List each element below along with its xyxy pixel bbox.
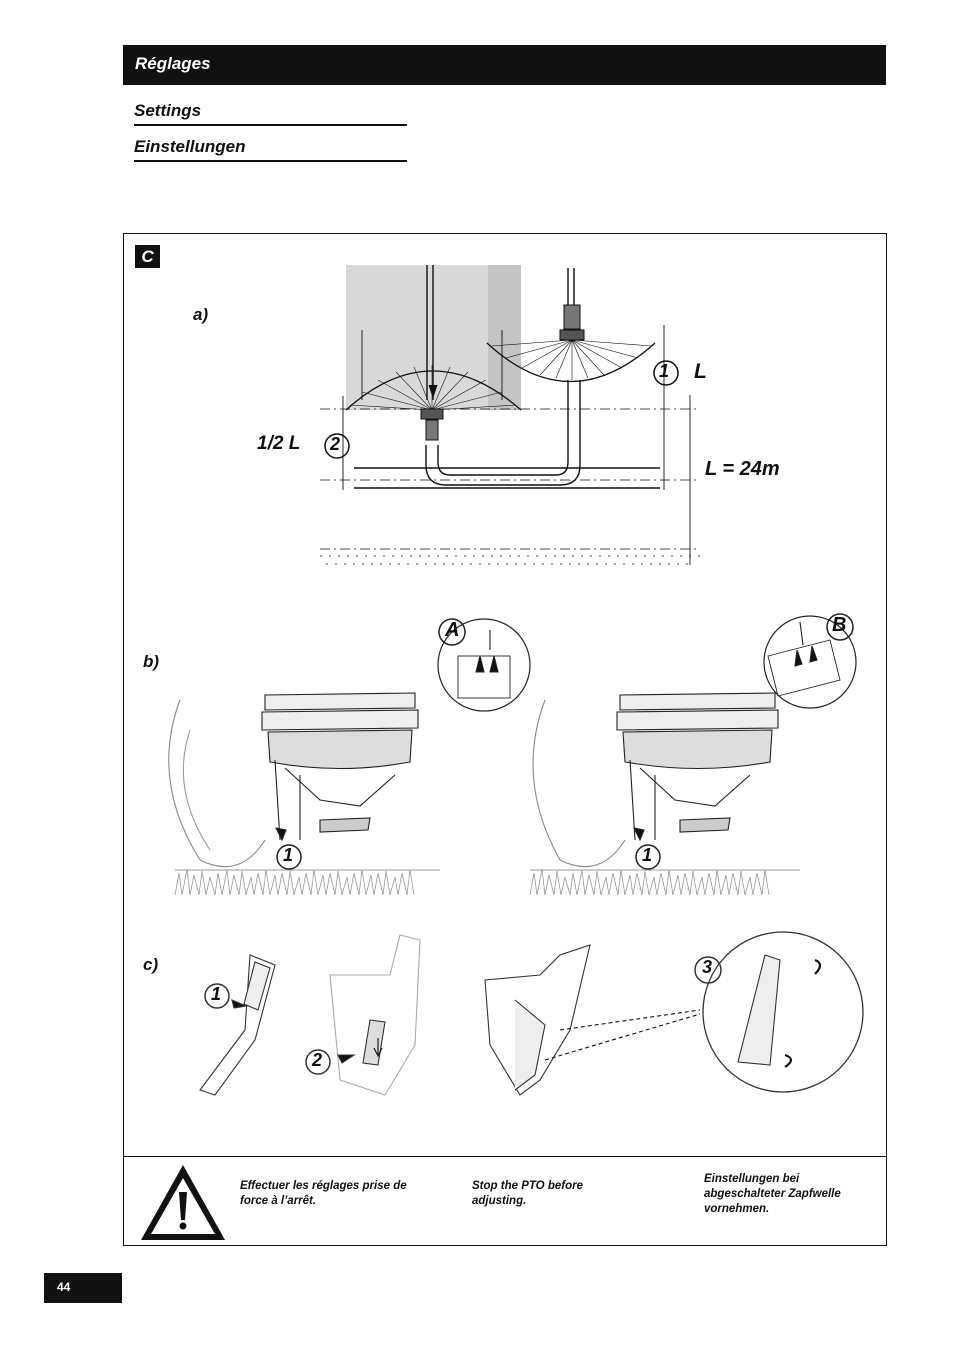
- label-L: L: [694, 360, 707, 383]
- detail-views: [199, 931, 864, 1096]
- spread-pattern-diagram: [320, 265, 700, 565]
- warning-text-english: Stop the PTO before adjusting.: [472, 1180, 583, 1207]
- callout-1-b-right: 1: [642, 845, 653, 865]
- warning-divider: [123, 1156, 887, 1157]
- figure-tag: C: [135, 245, 160, 268]
- figure-frame: [123, 233, 887, 1246]
- callout-A: A: [445, 619, 460, 641]
- section-header-bar: Réglages: [123, 45, 886, 85]
- spreader-view-right: [529, 613, 857, 896]
- label-half-L: 1/2 L: [257, 433, 301, 454]
- section-c-label: c): [143, 955, 159, 974]
- subheading-english: Settings: [134, 101, 407, 126]
- section-a-label: a): [193, 305, 209, 324]
- section-b-label: b): [143, 652, 160, 671]
- callout-1-a: 1: [659, 361, 670, 381]
- page-number: 44: [57, 1280, 71, 1294]
- callout-2-a: 2: [330, 434, 341, 454]
- callout-3-c: 3: [702, 957, 713, 977]
- spreader-view-left: [168, 618, 531, 896]
- callout-2-c: 2: [312, 1050, 323, 1070]
- warning-text-french: Effectuer les réglages prise de force à …: [240, 1180, 407, 1207]
- callout-1-b-left: 1: [283, 845, 294, 865]
- label-working-width: L = 24m: [705, 458, 780, 480]
- callout-B: B: [832, 614, 847, 636]
- warning-text-german: Einstellungen bei abgeschalteter Zapfwel…: [704, 1173, 841, 1215]
- subheading-german: Einstellungen: [134, 137, 407, 162]
- page-number-box: 44: [44, 1273, 122, 1303]
- section-title: Réglages: [135, 54, 211, 73]
- warning-triangle-icon: [141, 1165, 225, 1240]
- callout-1-c: 1: [211, 984, 222, 1004]
